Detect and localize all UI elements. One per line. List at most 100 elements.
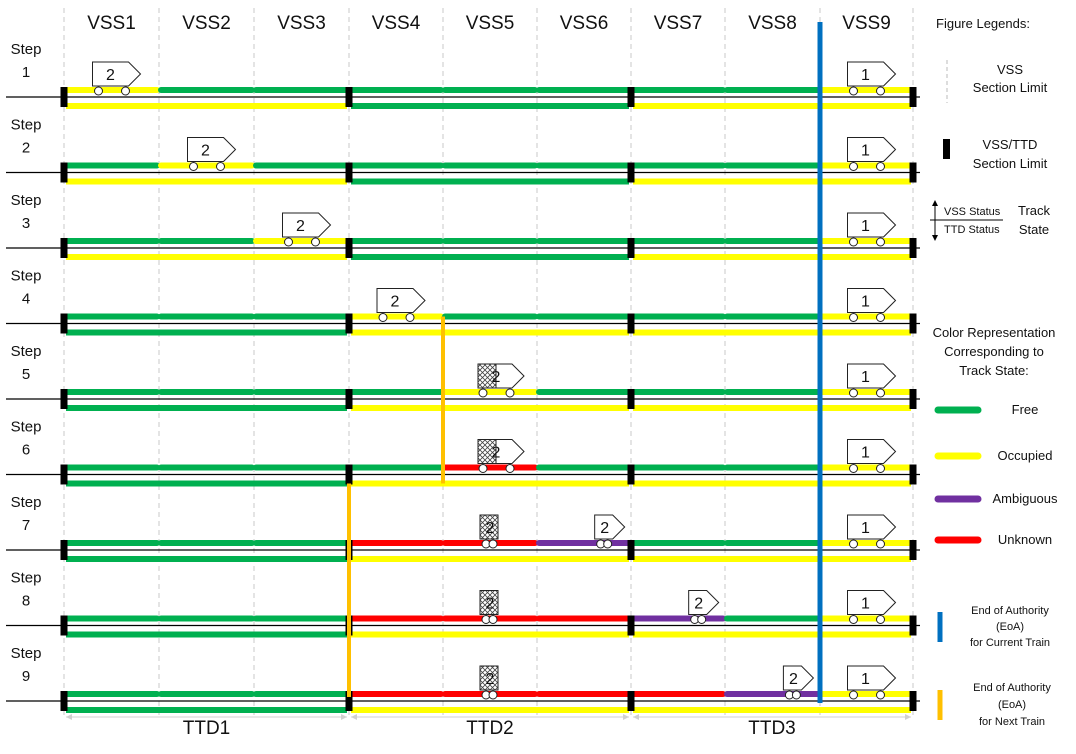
train-number-label: 1 <box>861 143 870 160</box>
train-wheel <box>876 162 885 171</box>
train-body <box>847 363 897 389</box>
ttd-dimension-arrow <box>66 714 72 720</box>
ttd-limit-block <box>627 162 635 183</box>
ttd-limit-block <box>60 615 68 636</box>
ttd-limit-block <box>909 615 917 636</box>
ttd-limit-block <box>345 313 353 334</box>
train-number-label: 2 <box>486 520 495 537</box>
train-wheel <box>849 86 858 96</box>
train-wheel <box>311 237 320 247</box>
legend-track-state-label: Track <box>1018 203 1051 218</box>
train-wheel <box>603 539 613 549</box>
ttd-limit-block <box>60 464 68 485</box>
ttd-label: TTD3 <box>748 718 796 739</box>
train-wheel <box>876 237 885 247</box>
vss-header: VSS8 <box>748 13 797 34</box>
step-word-label: Step <box>11 192 42 209</box>
ttd-limit-block <box>909 162 917 183</box>
legend-ttd-limit-label: VSS/TTD <box>983 137 1038 152</box>
train-wheel <box>405 313 415 322</box>
step-number-label: 6 <box>22 442 30 459</box>
ttd-limit-block <box>345 464 353 485</box>
train-wheel <box>876 388 885 398</box>
ttd-dimension-arrow <box>633 714 639 720</box>
train-body <box>847 212 897 238</box>
train-body <box>847 439 897 464</box>
train-number-label: 2 <box>492 369 501 386</box>
ttd-limit-block <box>909 313 917 334</box>
train-body <box>847 61 897 87</box>
train-number-label: 2 <box>486 671 495 688</box>
vss-header: VSS5 <box>466 13 515 34</box>
step-word-label: Step <box>11 494 42 511</box>
train-number-label: 2 <box>600 520 609 537</box>
train-number-label: 1 <box>861 671 870 688</box>
train-number-label: 2 <box>106 67 115 84</box>
step-word-label: Step <box>11 117 42 134</box>
train-wheel <box>488 615 498 624</box>
train-wheel <box>849 615 858 624</box>
train-body <box>847 590 897 615</box>
legend-title: Figure Legends: <box>936 16 1030 31</box>
ttd-limit-block <box>345 389 353 409</box>
step-number-label: 4 <box>22 291 30 308</box>
train-wheel <box>849 464 858 473</box>
train-number-label: 2 <box>391 294 400 311</box>
ttd-limit-block <box>60 162 68 183</box>
ttd-limit-block <box>909 389 917 409</box>
train-wheel <box>216 162 225 171</box>
ttd-limit-block <box>909 464 917 485</box>
train-wheel <box>505 388 515 398</box>
train-body <box>187 137 237 162</box>
legend-ttd-status-label: TTD Status <box>944 224 1000 236</box>
train-wheel <box>849 162 858 171</box>
legend-vss-status-label: VSS Status <box>944 206 1001 218</box>
legend-eoa-current-label: (EoA) <box>996 621 1024 633</box>
train-wheel <box>876 313 885 322</box>
legend-state-label: Ambiguous <box>992 491 1058 506</box>
train-wheel <box>478 388 488 398</box>
train-number-label: 1 <box>861 445 870 462</box>
legend-eoa-next-label: for Next Train <box>979 716 1045 728</box>
ttd-limit-block <box>627 615 635 636</box>
train-body <box>688 590 720 615</box>
ttd-limit-block <box>345 238 353 258</box>
legend-ttd-limit-block <box>943 139 950 159</box>
ttd-limit-block <box>345 691 353 711</box>
ttd-limit-block <box>909 87 917 107</box>
train-body <box>847 665 897 691</box>
step-word-label: Step <box>11 645 42 662</box>
train-body <box>847 137 897 162</box>
train-wheel <box>284 237 293 247</box>
train-number-label: 2 <box>296 218 305 235</box>
vss-header: VSS9 <box>842 13 891 34</box>
legend-color-title: Track State: <box>959 363 1029 378</box>
train-wheel <box>849 237 858 247</box>
ttd-limit-block <box>627 389 635 409</box>
vss-header: VSS1 <box>87 13 136 34</box>
step-word-label: Step <box>11 41 42 58</box>
train-number-label: 1 <box>861 67 870 84</box>
ttd-limit-block <box>60 238 68 258</box>
ttd-limit-block <box>345 87 353 107</box>
train-wheel <box>189 162 198 171</box>
train-ghost-hatched <box>479 665 499 691</box>
train-wheel <box>849 388 858 398</box>
legend-eoa-next-label: End of Authority <box>973 682 1051 694</box>
step-number-label: 1 <box>22 64 30 81</box>
ttd-limit-block <box>909 238 917 258</box>
ttd-dimension-arrow <box>623 714 629 720</box>
train-wheel <box>791 690 801 700</box>
train-number-label: 2 <box>486 596 495 613</box>
step-number-label: 3 <box>22 215 30 232</box>
train-wheel <box>478 464 488 473</box>
train-number-label: 1 <box>861 596 870 613</box>
train-wheel <box>876 464 885 473</box>
legend-arrow-head <box>932 200 938 206</box>
legend-state-label: Free <box>1012 402 1039 417</box>
train-wheel <box>849 690 858 700</box>
ttd-limit-block <box>627 313 635 334</box>
ttd-limit-block <box>60 540 68 560</box>
train-wheel <box>876 539 885 549</box>
